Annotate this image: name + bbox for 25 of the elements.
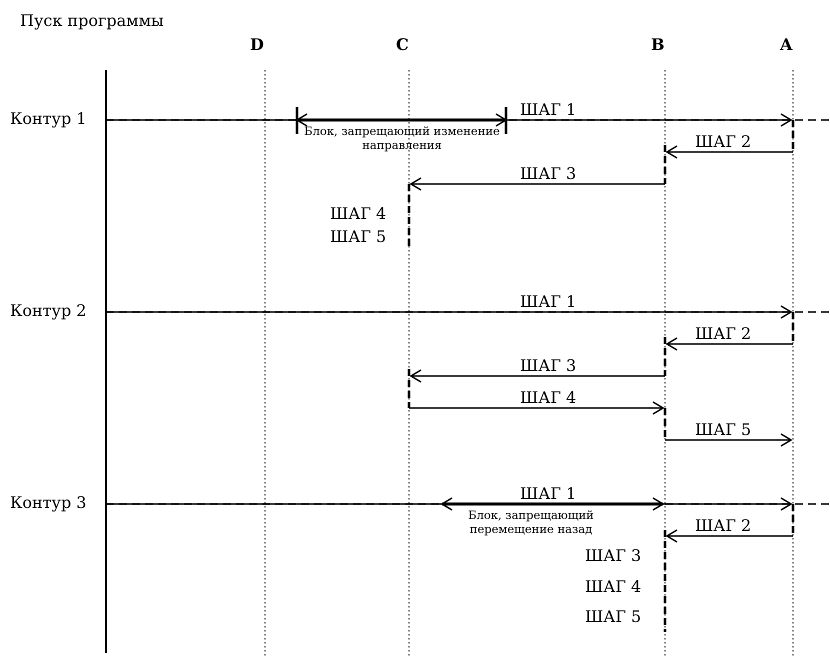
step-label: ШАГ 3 <box>520 357 576 375</box>
block-note: Блок, запрещающий перемещение назад <box>467 508 595 536</box>
contour-label: Контур 1 <box>10 110 86 128</box>
step-label: ШАГ 3 <box>520 165 576 183</box>
step-label: ШАГ 4 <box>330 205 386 223</box>
start-note: Пуск программы <box>20 12 164 30</box>
position-label: D <box>250 36 264 54</box>
step-label: ШАГ 1 <box>520 101 576 119</box>
contour-label: Контур 3 <box>10 494 86 512</box>
step-label: ШАГ 4 <box>585 578 642 596</box>
step-label: ШАГ 4 <box>520 389 576 407</box>
step-label: ШАГ 3 <box>585 547 642 565</box>
step-label: ШАГ 5 <box>330 228 386 246</box>
step-label: ШАГ 5 <box>585 608 642 626</box>
block-note: Блок, запрещающий изменение направления <box>303 124 501 152</box>
step-label: ШАГ 1 <box>520 485 576 503</box>
position-label: C <box>396 36 409 54</box>
step-label: ШАГ 1 <box>520 293 576 311</box>
step-label: ШАГ 5 <box>695 421 752 439</box>
step-label: ШАГ 2 <box>695 517 752 535</box>
step-label: ШАГ 2 <box>695 133 752 151</box>
step-label: ШАГ 2 <box>695 325 752 343</box>
position-label: B <box>651 36 665 54</box>
contour-label: Контур 2 <box>10 302 86 320</box>
position-label: A <box>780 36 792 54</box>
